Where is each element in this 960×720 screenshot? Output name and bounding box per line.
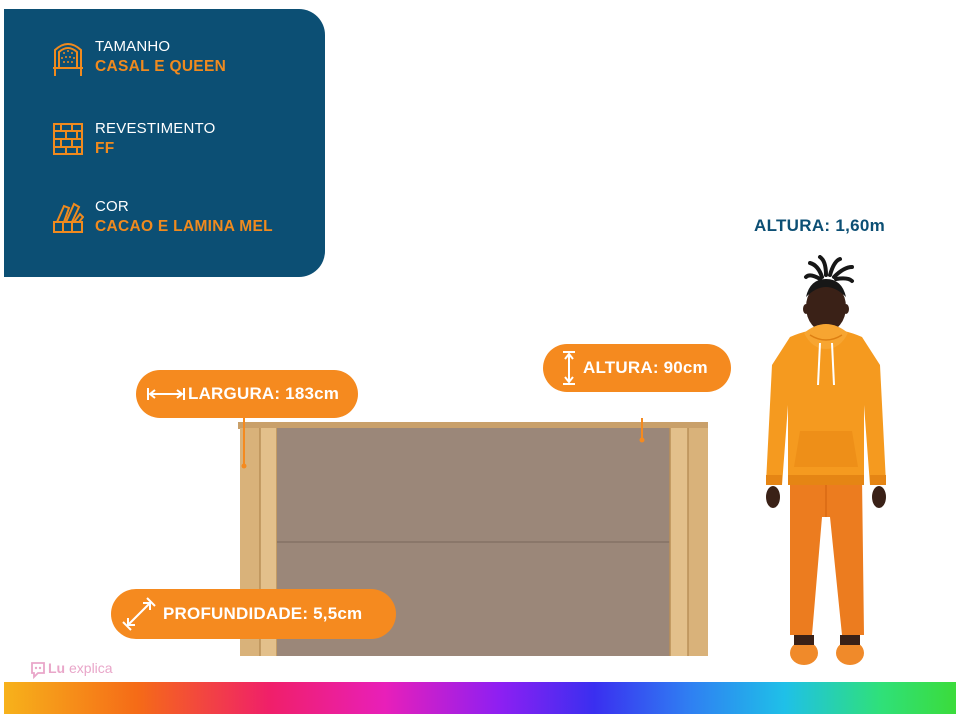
- person-pants: [790, 477, 864, 635]
- speech-bubble-icon: [31, 662, 45, 679]
- logo-lu: Lu: [48, 660, 66, 676]
- spec-coating-value: FF: [95, 140, 115, 157]
- spec-color-label: COR: [95, 198, 129, 215]
- spec-color-value: CACAO E LAMINA MEL: [95, 218, 273, 235]
- spec-size: TAMANHO CASAL E QUEEN: [52, 38, 322, 86]
- spec-coating: REVESTIMENTO FF: [52, 120, 322, 168]
- height-dimension-pill: ALTURA: 90cm: [543, 344, 731, 392]
- person-head: [806, 282, 846, 332]
- person-height-label: ALTURA: 1,60m: [754, 216, 886, 235]
- product-specs-card: TAMANHO CASAL E QUEEN REVESTIMENTO FF: [4, 9, 325, 277]
- person-left-hand: [766, 486, 780, 508]
- spec-coating-label: REVESTIMENTO: [95, 120, 216, 137]
- height-arrow-icon: [563, 351, 575, 385]
- person-left-shoe: [790, 641, 818, 665]
- color-swatch-icon: [53, 202, 84, 233]
- width-dimension-text: LARGURA: 183cm: [188, 384, 340, 403]
- spec-size-value: CASAL E QUEEN: [95, 58, 227, 75]
- person-right-hand: [872, 486, 886, 508]
- headboard-top-cap: [238, 422, 708, 429]
- person-hoodie: [766, 329, 886, 485]
- rainbow-footer-bar: [4, 682, 956, 714]
- logo-explica: explica: [69, 660, 113, 676]
- depth-dimension-pill: PROFUNDIDADE: 5,5cm: [111, 589, 396, 639]
- headboard-icon: [53, 43, 83, 76]
- spec-color: COR CACAO E LAMINA MEL: [52, 198, 322, 246]
- headboard-right-inner-post: [670, 428, 688, 656]
- person-illustration: [766, 255, 886, 665]
- lu-explica-logo: Lu explica: [30, 660, 130, 680]
- fabric-weave-icon: [53, 123, 83, 155]
- spec-size-label: TAMANHO: [95, 38, 171, 55]
- headboard-right-post: [688, 428, 708, 656]
- depth-dimension-text: PROFUNDIDADE: 5,5cm: [163, 604, 363, 623]
- person-right-shoe: [836, 641, 864, 665]
- width-arrow-icon: [147, 388, 185, 400]
- person-hair: [804, 255, 854, 283]
- depth-arrow-icon: [122, 597, 156, 631]
- logo-text: Lu explica: [48, 660, 113, 676]
- width-dimension-pill: LARGURA: 183cm: [136, 370, 358, 418]
- height-dimension-text: ALTURA: 90cm: [583, 358, 708, 377]
